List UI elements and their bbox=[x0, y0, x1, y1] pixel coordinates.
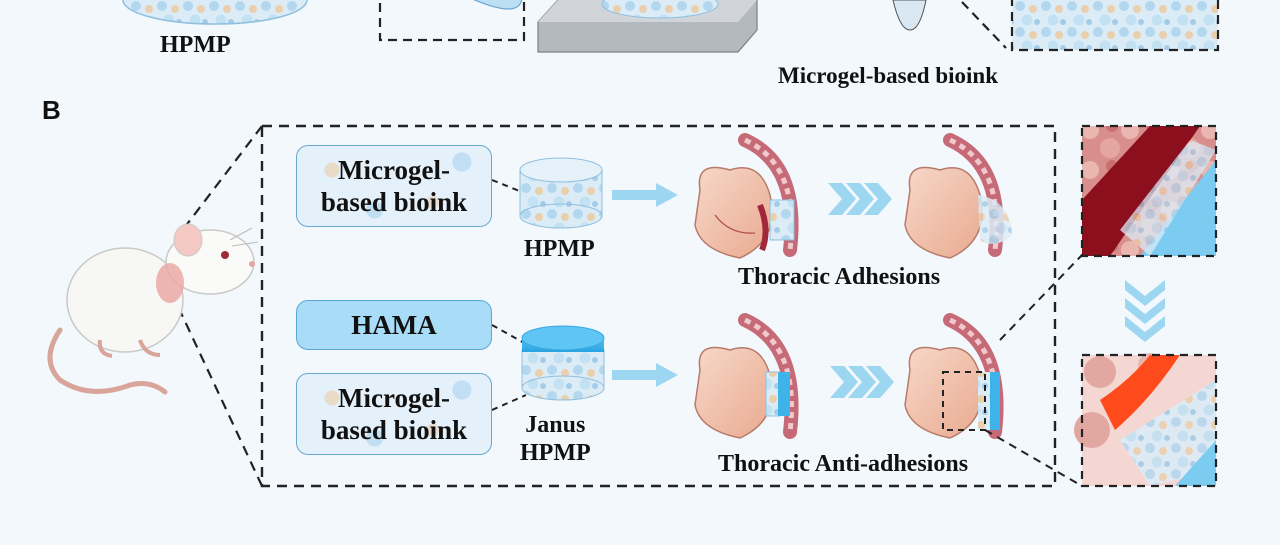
panel-a-hpmp-label: HPMP bbox=[160, 32, 231, 58]
top-hpmp-label: HPMP bbox=[524, 236, 595, 262]
janus-hpmp-label: Janus HPMP bbox=[520, 412, 591, 466]
bottom-heart-janus bbox=[694, 313, 799, 439]
top-hpmp-disc bbox=[519, 157, 603, 229]
bottom-chevrons bbox=[830, 366, 894, 398]
bottom-bioink-box: Microgel- based bioink bbox=[296, 373, 492, 455]
panel-a-remnant bbox=[122, 0, 1220, 53]
panel-b-frame bbox=[260, 124, 1057, 488]
top-heart-result bbox=[904, 133, 1012, 259]
top-bioink-text: Microgel- based bioink bbox=[320, 154, 468, 217]
top-heart-adhesion bbox=[694, 133, 799, 259]
bottom-arrow-1 bbox=[612, 363, 678, 387]
inset-adhesion bbox=[1080, 124, 1218, 258]
panel-a-bioink-label: Microgel-based bioink bbox=[778, 63, 999, 88]
top-arrow-1 bbox=[612, 183, 678, 207]
hama-box: HAMA bbox=[296, 300, 492, 350]
hama-text: HAMA bbox=[351, 309, 437, 340]
rat-illustration bbox=[47, 223, 259, 395]
inset-anti-adhesion bbox=[1074, 353, 1218, 488]
janus-hpmp-disc bbox=[521, 325, 605, 401]
thoracic-anti-adhesions-label: Thoracic Anti-adhesions bbox=[718, 451, 969, 477]
panel-b-letter: B bbox=[42, 95, 61, 125]
top-bioink-box: Microgel- based bioink bbox=[296, 145, 492, 227]
down-chevrons bbox=[1125, 280, 1165, 342]
bottom-bioink-text: Microgel- based bioink bbox=[320, 382, 468, 445]
bottom-heart-result bbox=[904, 313, 1004, 439]
top-chevrons bbox=[828, 183, 892, 215]
thoracic-adhesions-label: Thoracic Adhesions bbox=[738, 264, 941, 290]
